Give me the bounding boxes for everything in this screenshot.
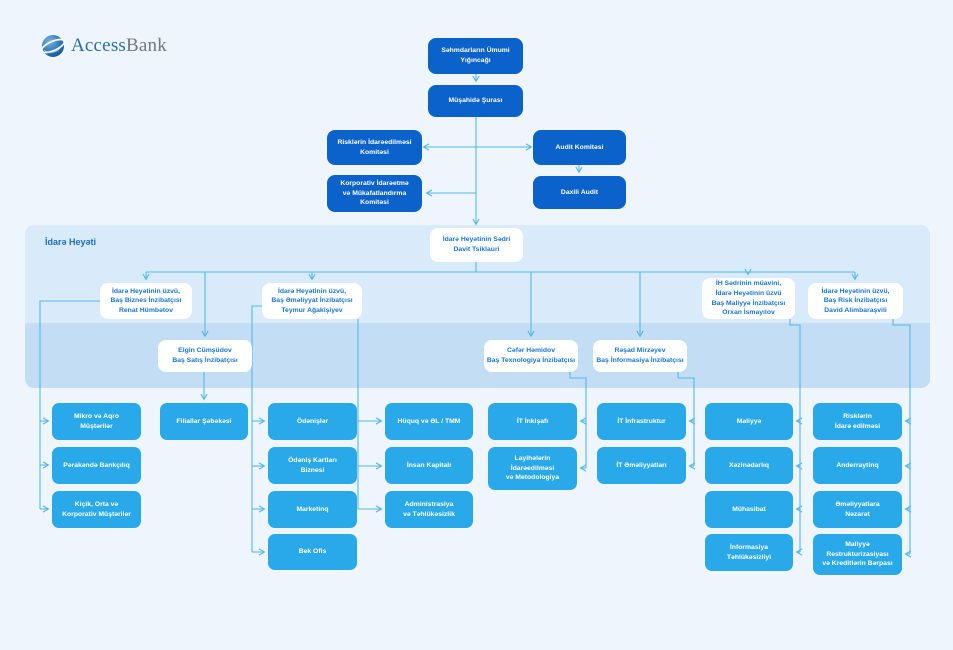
node-muhasibat: Mühasibat (705, 491, 793, 528)
node-maliyye: Maliyyə (705, 403, 793, 440)
brand-text: AccessBank (71, 35, 167, 57)
management-board-label: İdarə Heyəti (45, 237, 97, 247)
node-odenis-kartlari-biznesi: Ödəniş Kartları Biznesi (268, 447, 357, 484)
node-david-alimbarasvili: İdarə Heyətinin üzvü, Baş Risk İnzibatçı… (808, 283, 903, 319)
brand-access: Access (71, 35, 127, 56)
node-kicik-orta-korporativ: Kiçik, Orta və Korporativ Müştərilər (52, 491, 141, 528)
node-insan-kapitali: İnsan Kapitalı (385, 447, 473, 484)
node-emeliyyatlara-nezaret: Əməliyyatlara Nəzarət (813, 491, 902, 528)
accessbank-logo: AccessBank (40, 33, 167, 59)
node-internal-audit: Daxili Audit (533, 176, 626, 209)
node-cefer-hemidov: Cəfər Həmidov Baş Texnologiya İnzibatçıs… (484, 340, 578, 372)
node-risklerin-idare-edilmesi: Risklərin İdarə edilməsi (813, 403, 902, 440)
node-shareholders-meeting: Səhmdarların Ümumi Yığıncağı (428, 38, 523, 74)
node-resad-mirzeyev: Rəşad Mirzəyev Baş İnformasiya İnzibatçı… (593, 340, 687, 372)
node-informasiya-tehlukesizliyi: İnformasiya Təhlükəsizliyi (705, 534, 793, 571)
node-administrasiya-tehlukesizlik: Administrasiya və Təhlükəsizlik (385, 491, 473, 528)
node-renat-humbetov: İdarə Heyətinin üzvü, Baş Biznes İnzibat… (100, 283, 192, 319)
node-chairman-davit-tsiklauri: İdarə Heyətinin Sədri Davit Tsiklauri (430, 228, 523, 262)
node-huquq-el-tmm: Hüquq və ƏL / TMM (385, 403, 473, 440)
node-elgin-cumsudov: Elgin Cümşüdov Baş Satış İnzibatçısı (158, 340, 252, 372)
node-teymur-agakisiyev: İdarə Heyətinin üzvü, Baş Əməliyyat İnzi… (262, 283, 362, 319)
node-it-inkisafi: İT İnkişafı (488, 403, 577, 440)
node-supervisory-board: Müşahidə Şurası (428, 85, 523, 117)
node-mikro-aqro-musteriler: Mikro və Aqro Müştərilər (52, 403, 141, 440)
node-audit-committee: Audit Komitəsi (533, 130, 626, 165)
globe-icon (40, 35, 66, 57)
node-anderraytinq: Anderraytinq (813, 447, 902, 484)
node-filiallar-sebekesi: Filiallar Şəbəkəsi (160, 403, 248, 440)
node-maliyye-restrukturizasiyasi: Maliyyə Restrukturizasiyası və Kreditlər… (813, 534, 902, 575)
node-corporate-governance-committee: Korporativ İdarəetmə və Mükafatlandırma … (327, 175, 422, 212)
node-it-emeliyyatlari: İT Əməliyyatları (597, 447, 686, 484)
node-perakende-bankciliq: Pərakəndə Bankçılıq (52, 447, 141, 484)
node-it-infrastruktur: İT İnfrastruktur (597, 403, 686, 440)
node-xezinedarliq: Xəzinədarlıq (705, 447, 793, 484)
node-orxan-ismayilov: İH Sədrinin müavini, İdarə Heyətinin üzv… (702, 278, 795, 319)
node-odenisler: Ödənişlər (268, 403, 357, 440)
node-marketinq: Marketinq (268, 491, 357, 528)
node-risk-management-committee: Risklərin İdarəedilməsi Komitəsi (327, 130, 422, 165)
node-bek-ofis: Bek Ofis (268, 534, 357, 570)
brand-bank: Bank (126, 35, 167, 56)
node-layihelerin-idareedilmesi: Layihələrin İdarəedilməsi və Metodologiy… (488, 447, 577, 490)
